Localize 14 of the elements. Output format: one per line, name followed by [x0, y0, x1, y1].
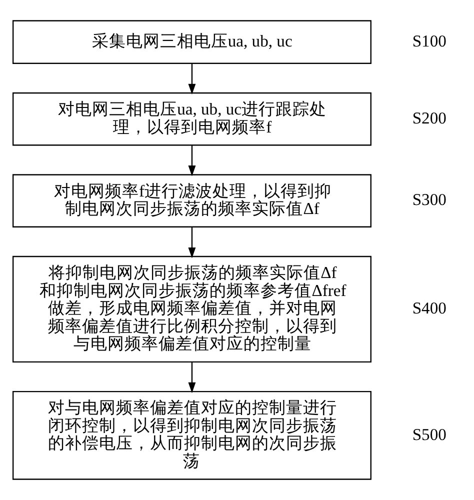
node-label: S300	[412, 190, 446, 210]
node-box: 将抑制电网次同步振荡的频率实际值Δf和抑制电网次同步振荡的频率参考值Δfref做差，形成电网频率偏差值，并对电网频率偏差值进行比例积分控制，以得到与电网频率偏差值对应的控制量	[12, 256, 372, 363]
node-box: 对电网频率f进行滤波处理，以得到抑制电网次同步振荡的频率实际值Δf	[12, 174, 372, 228]
node-box: 采集电网三相电压ua, ub, uc	[12, 20, 372, 64]
arrow	[188, 145, 196, 176]
node-box: 对电网三相电压ua, ub, uc进行跟踪处理，以得到电网频率f	[12, 92, 372, 146]
node-box: 对与电网频率偏差值对应的控制量进行闭环控制，以得到抑制电网次同步振荡的补偿电压，从而抑制电网的次同步振荡	[12, 391, 372, 480]
node-label: S400	[412, 298, 446, 318]
arrow	[188, 64, 196, 95]
node-label: S200	[412, 108, 446, 128]
arrow	[188, 362, 196, 394]
arrow	[188, 227, 196, 258]
node-label: S500	[412, 424, 446, 444]
node-label: S100	[412, 31, 446, 50]
